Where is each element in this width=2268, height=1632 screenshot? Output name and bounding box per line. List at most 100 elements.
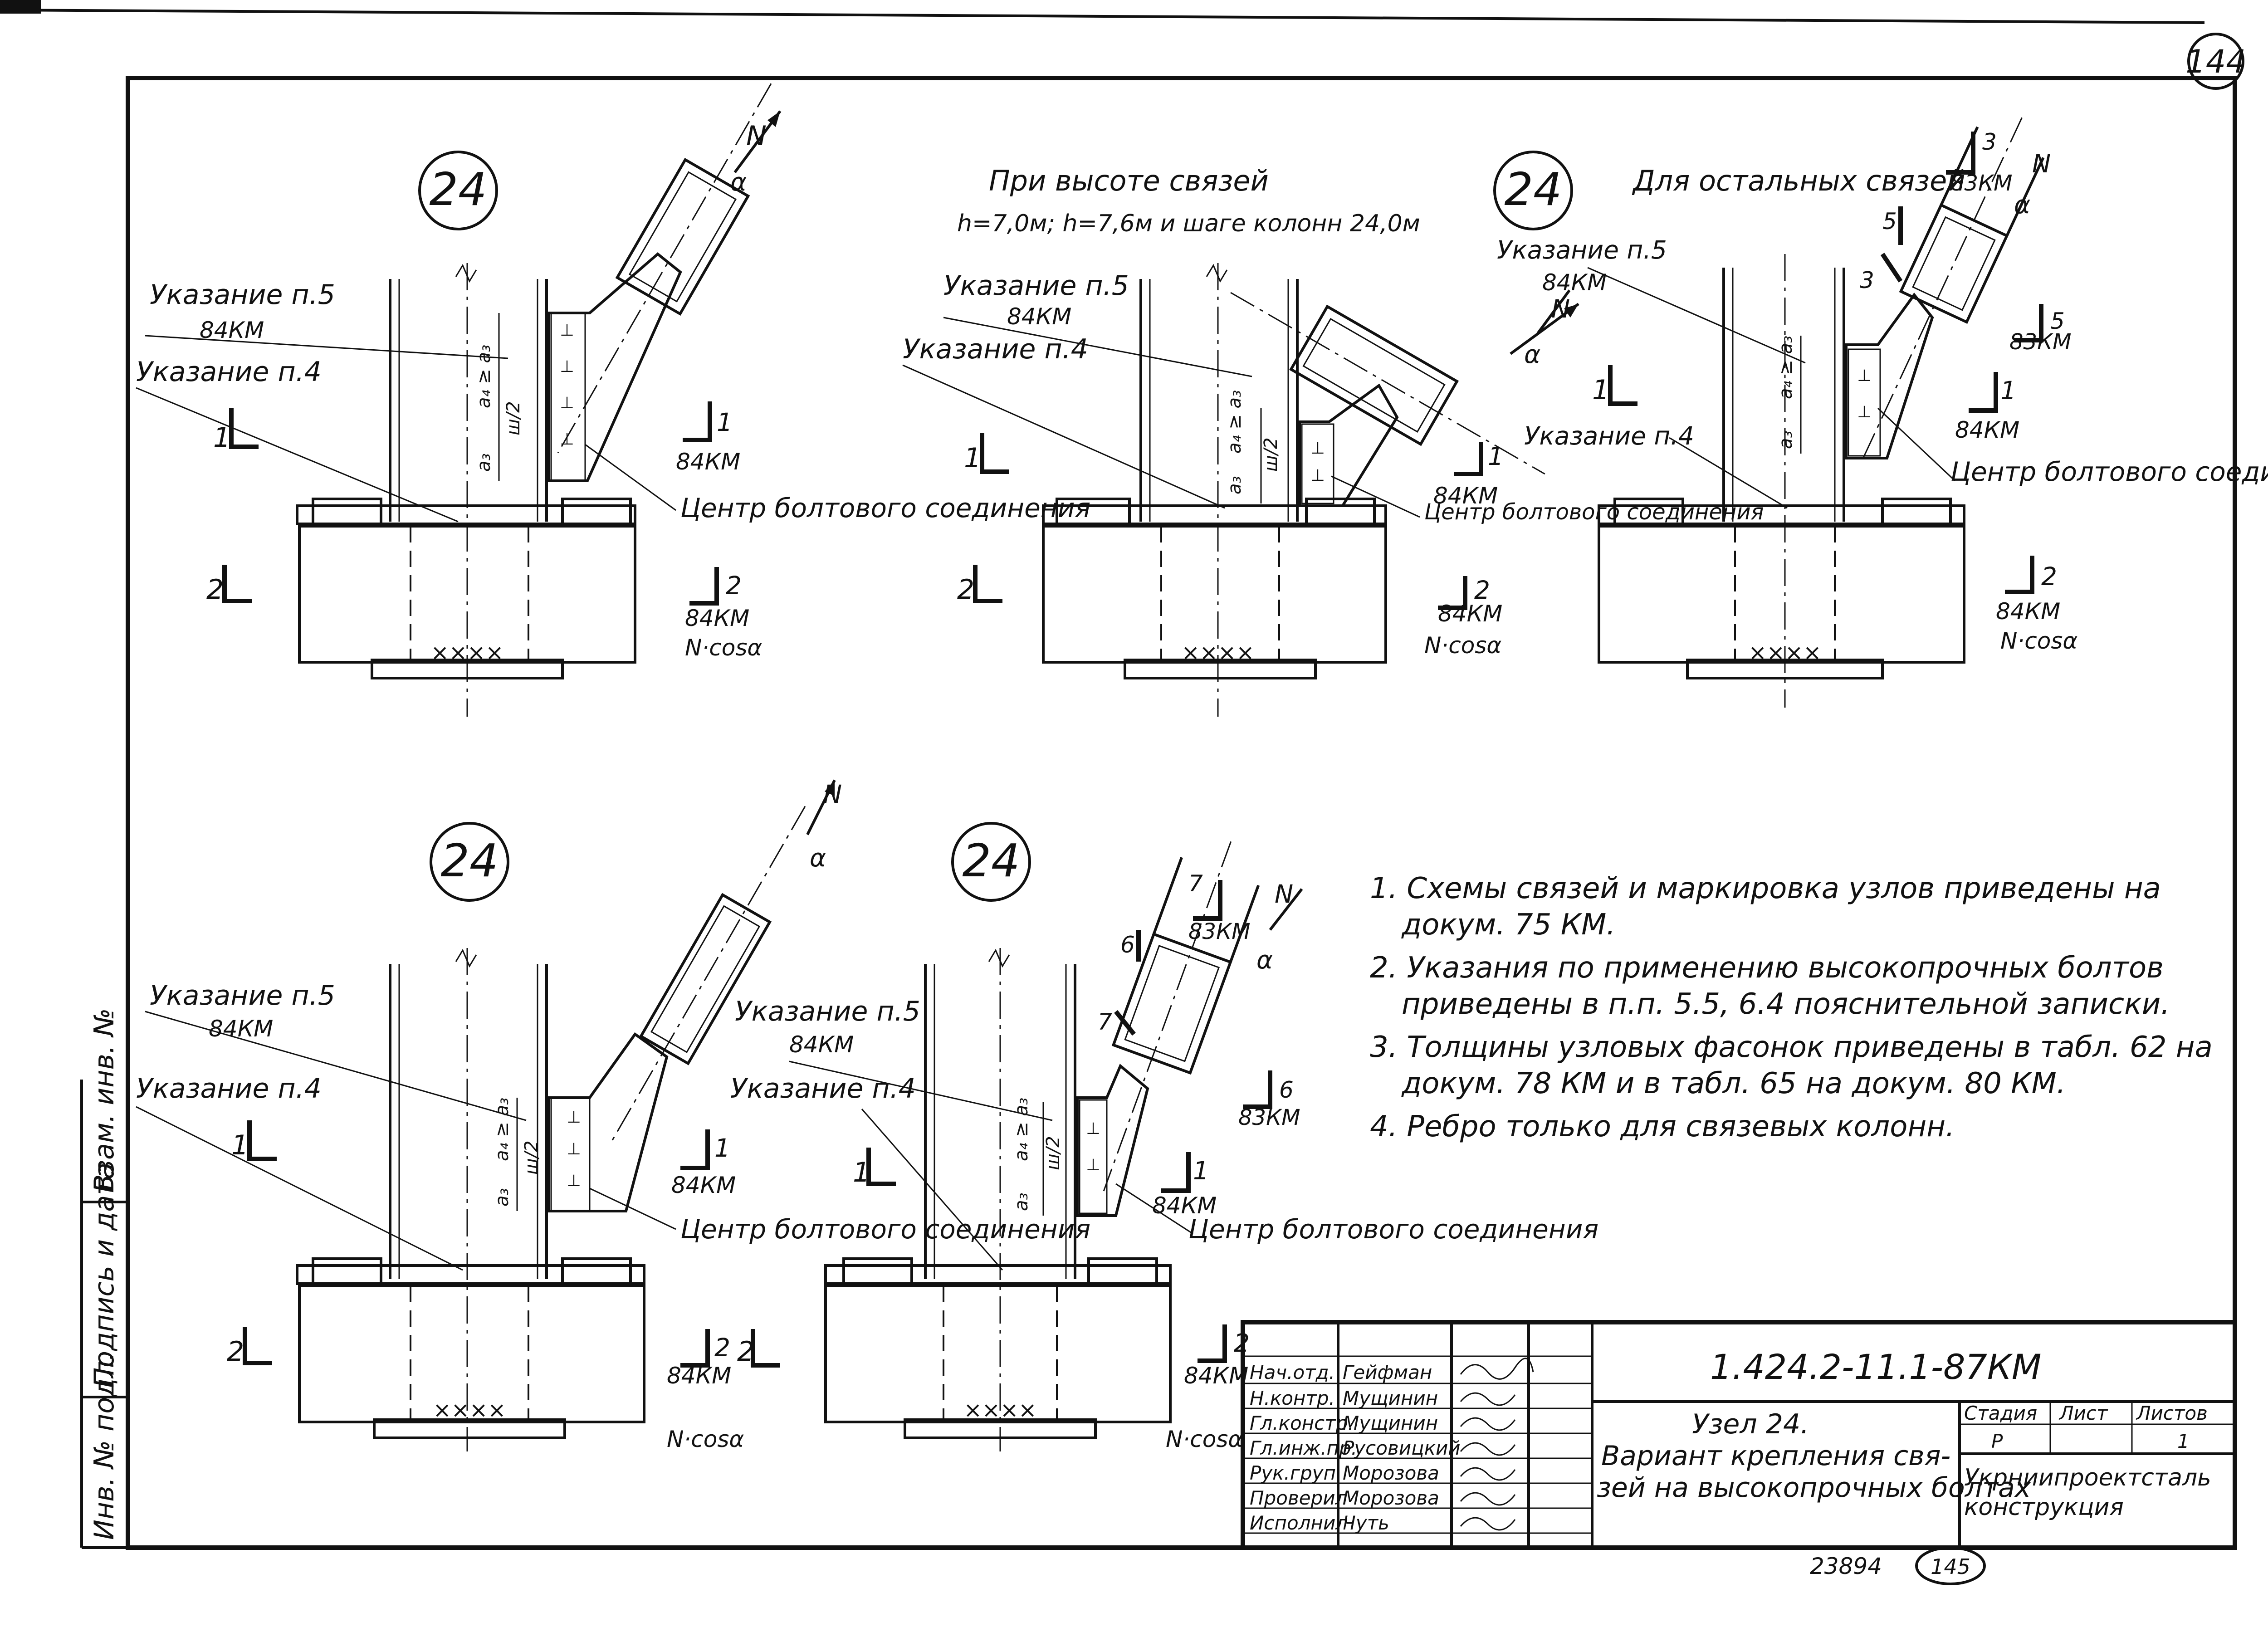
- general-notes: 1. Схемы связей и маркировка узлов приве…: [1370, 872, 2213, 1143]
- section1-right-cut: [1454, 442, 1483, 476]
- note-4: 4. Ребро только для связевых колонн.: [1370, 1110, 1955, 1143]
- dim-w-label: ш/2: [521, 1140, 542, 1175]
- section2-right-cut: [680, 1329, 710, 1368]
- bolt-group: ⊥ ⊥: [1086, 1119, 1100, 1174]
- detail-node-5: 24 ×××× α ⊥ ⊥ a₄ ≥ a₃ ш/2: [730, 822, 1598, 1452]
- note-2-line-1: 2. Указания по применению высокопрочных …: [1370, 951, 2164, 985]
- anchor-washer-right: [561, 1257, 632, 1285]
- brace-axis: [611, 806, 806, 1141]
- force-arrowhead: [1564, 304, 1579, 318]
- leader-line: [1331, 475, 1420, 518]
- anchor-marks: ××××: [433, 1397, 506, 1423]
- scan-edge-line: [0, 9, 2205, 24]
- section6-num-right: 6: [1279, 1077, 1294, 1103]
- section2-right-ref: 84КМ: [685, 605, 749, 631]
- brace-member: [1103, 841, 1260, 1192]
- force-cos-label: N·cosα: [2000, 628, 2077, 654]
- section1-right-num: 1: [714, 1134, 730, 1163]
- force-label: N: [823, 780, 842, 809]
- section1-cut: [866, 1148, 896, 1186]
- detail-node-2: При высоте связей h=7,0м; h=7,6м и шаге …: [902, 151, 1764, 717]
- foundation: [298, 525, 636, 664]
- foundation-strip: [371, 659, 564, 679]
- note4-label: Указание п.4: [903, 333, 1088, 365]
- role-5: Рук.груп.: [1250, 1462, 1342, 1484]
- sheets-label: Листов: [2136, 1402, 2208, 1424]
- force-arrowhead: [825, 780, 835, 796]
- section2-cut: [973, 565, 1002, 603]
- note-1-line-2: докум. 75 КМ.: [1401, 908, 1616, 942]
- section6-num: 6: [1120, 932, 1135, 958]
- anchor-washer-left: [312, 498, 382, 525]
- section1-right-cut: [1161, 1152, 1191, 1193]
- section7-cut-lower: [1114, 1010, 1136, 1036]
- anchor-marks: ××××: [964, 1397, 1037, 1423]
- dim-a3-label: a₃: [1775, 430, 1796, 449]
- brace-angle-inner: [1912, 216, 1996, 311]
- center-label: Центр болтового соединения: [1950, 456, 2268, 487]
- note5-ref: 84КМ: [1007, 303, 1071, 330]
- bolt: ⊥: [567, 1172, 581, 1190]
- bolt: ⊥: [1310, 466, 1325, 485]
- section5-ref-right: 83КМ: [2009, 329, 2072, 355]
- note5-ref: 84КМ: [789, 1031, 854, 1058]
- section5-num-right: 5: [2050, 308, 2065, 334]
- break-mark: [1206, 264, 1228, 283]
- page-number: 144: [2185, 43, 2246, 80]
- section1-right-cut: [1969, 372, 1998, 413]
- section2-mark: 2: [957, 574, 974, 606]
- dim-a3-label: a₃: [474, 453, 494, 472]
- role-3: Гл.констр.: [1250, 1412, 1354, 1434]
- section6-ref-right: 83КМ: [1238, 1105, 1300, 1130]
- section1-right-num: 1: [1488, 442, 1504, 471]
- section2-right-cut: [689, 567, 719, 606]
- bolt-zone: [550, 1097, 591, 1212]
- alpha-label: α: [810, 843, 826, 872]
- signature: [1460, 1517, 1516, 1531]
- section2-right-ref: 84КМ: [1996, 598, 2060, 625]
- anchor-washer-left: [1056, 498, 1131, 525]
- leader-line: [136, 387, 459, 523]
- note5-label: Указание п.5: [735, 996, 920, 1027]
- section2-mark: 2: [737, 1336, 754, 1368]
- section1-cut: [980, 433, 1009, 474]
- center-label: Центр болтового соединения: [1188, 1214, 1598, 1245]
- brace-axis: [1103, 841, 1232, 1192]
- note4-label: Указание п.4: [136, 1073, 322, 1104]
- anchor-washer-right: [1087, 1257, 1158, 1285]
- section2-cut: [751, 1329, 780, 1368]
- dim-a4-label: a₄ ≥ a₃: [1224, 390, 1245, 454]
- role-7: Исполнил: [1250, 1512, 1348, 1534]
- section1-cut: [229, 408, 259, 449]
- dim-w-label: ш/2: [503, 401, 524, 435]
- detail-marker-number: 24: [429, 163, 487, 216]
- force-arrow: [1269, 888, 1303, 931]
- note5-label: Указание п.5: [943, 270, 1129, 302]
- section1-right-cut: [680, 1129, 710, 1170]
- section2-cut: [222, 565, 252, 603]
- brace-angle-inner: [1124, 945, 1220, 1062]
- brace-axis: [557, 83, 772, 454]
- signatures: [1460, 1358, 1534, 1531]
- section1-right-num: 1: [2000, 376, 2016, 405]
- signature: [1460, 1417, 1516, 1431]
- center-label: Центр болтового соединения: [1424, 499, 1764, 525]
- section7-ref: 83КМ: [1188, 919, 1251, 944]
- bolt: ⊥: [560, 394, 574, 412]
- side-stamp-replace: Взам. инв. №: [88, 1008, 120, 1193]
- foundation-strip: [1686, 659, 1884, 679]
- brace-edge: [1229, 884, 1260, 963]
- leader-line: [1669, 437, 1788, 509]
- section2-cut: [243, 1327, 272, 1365]
- drawing-title-line-3: зей на высокопрочных болтах: [1597, 1472, 2031, 1504]
- bolt: ⊥: [567, 1140, 581, 1158]
- drawing-frame: [126, 76, 2237, 1550]
- section1-right-cut: [683, 401, 712, 442]
- section2-right-ref: 84КМ: [667, 1363, 731, 1389]
- section1-right-num: 1: [717, 408, 733, 437]
- note5-ref: 84КМ: [1542, 269, 1607, 296]
- bolt: ⊥: [1857, 403, 1871, 421]
- foundation-strip: [1124, 659, 1317, 679]
- dim-a4-label: a₄ ≥ a₃: [492, 1098, 513, 1161]
- section2-right-cut: [1438, 576, 1467, 610]
